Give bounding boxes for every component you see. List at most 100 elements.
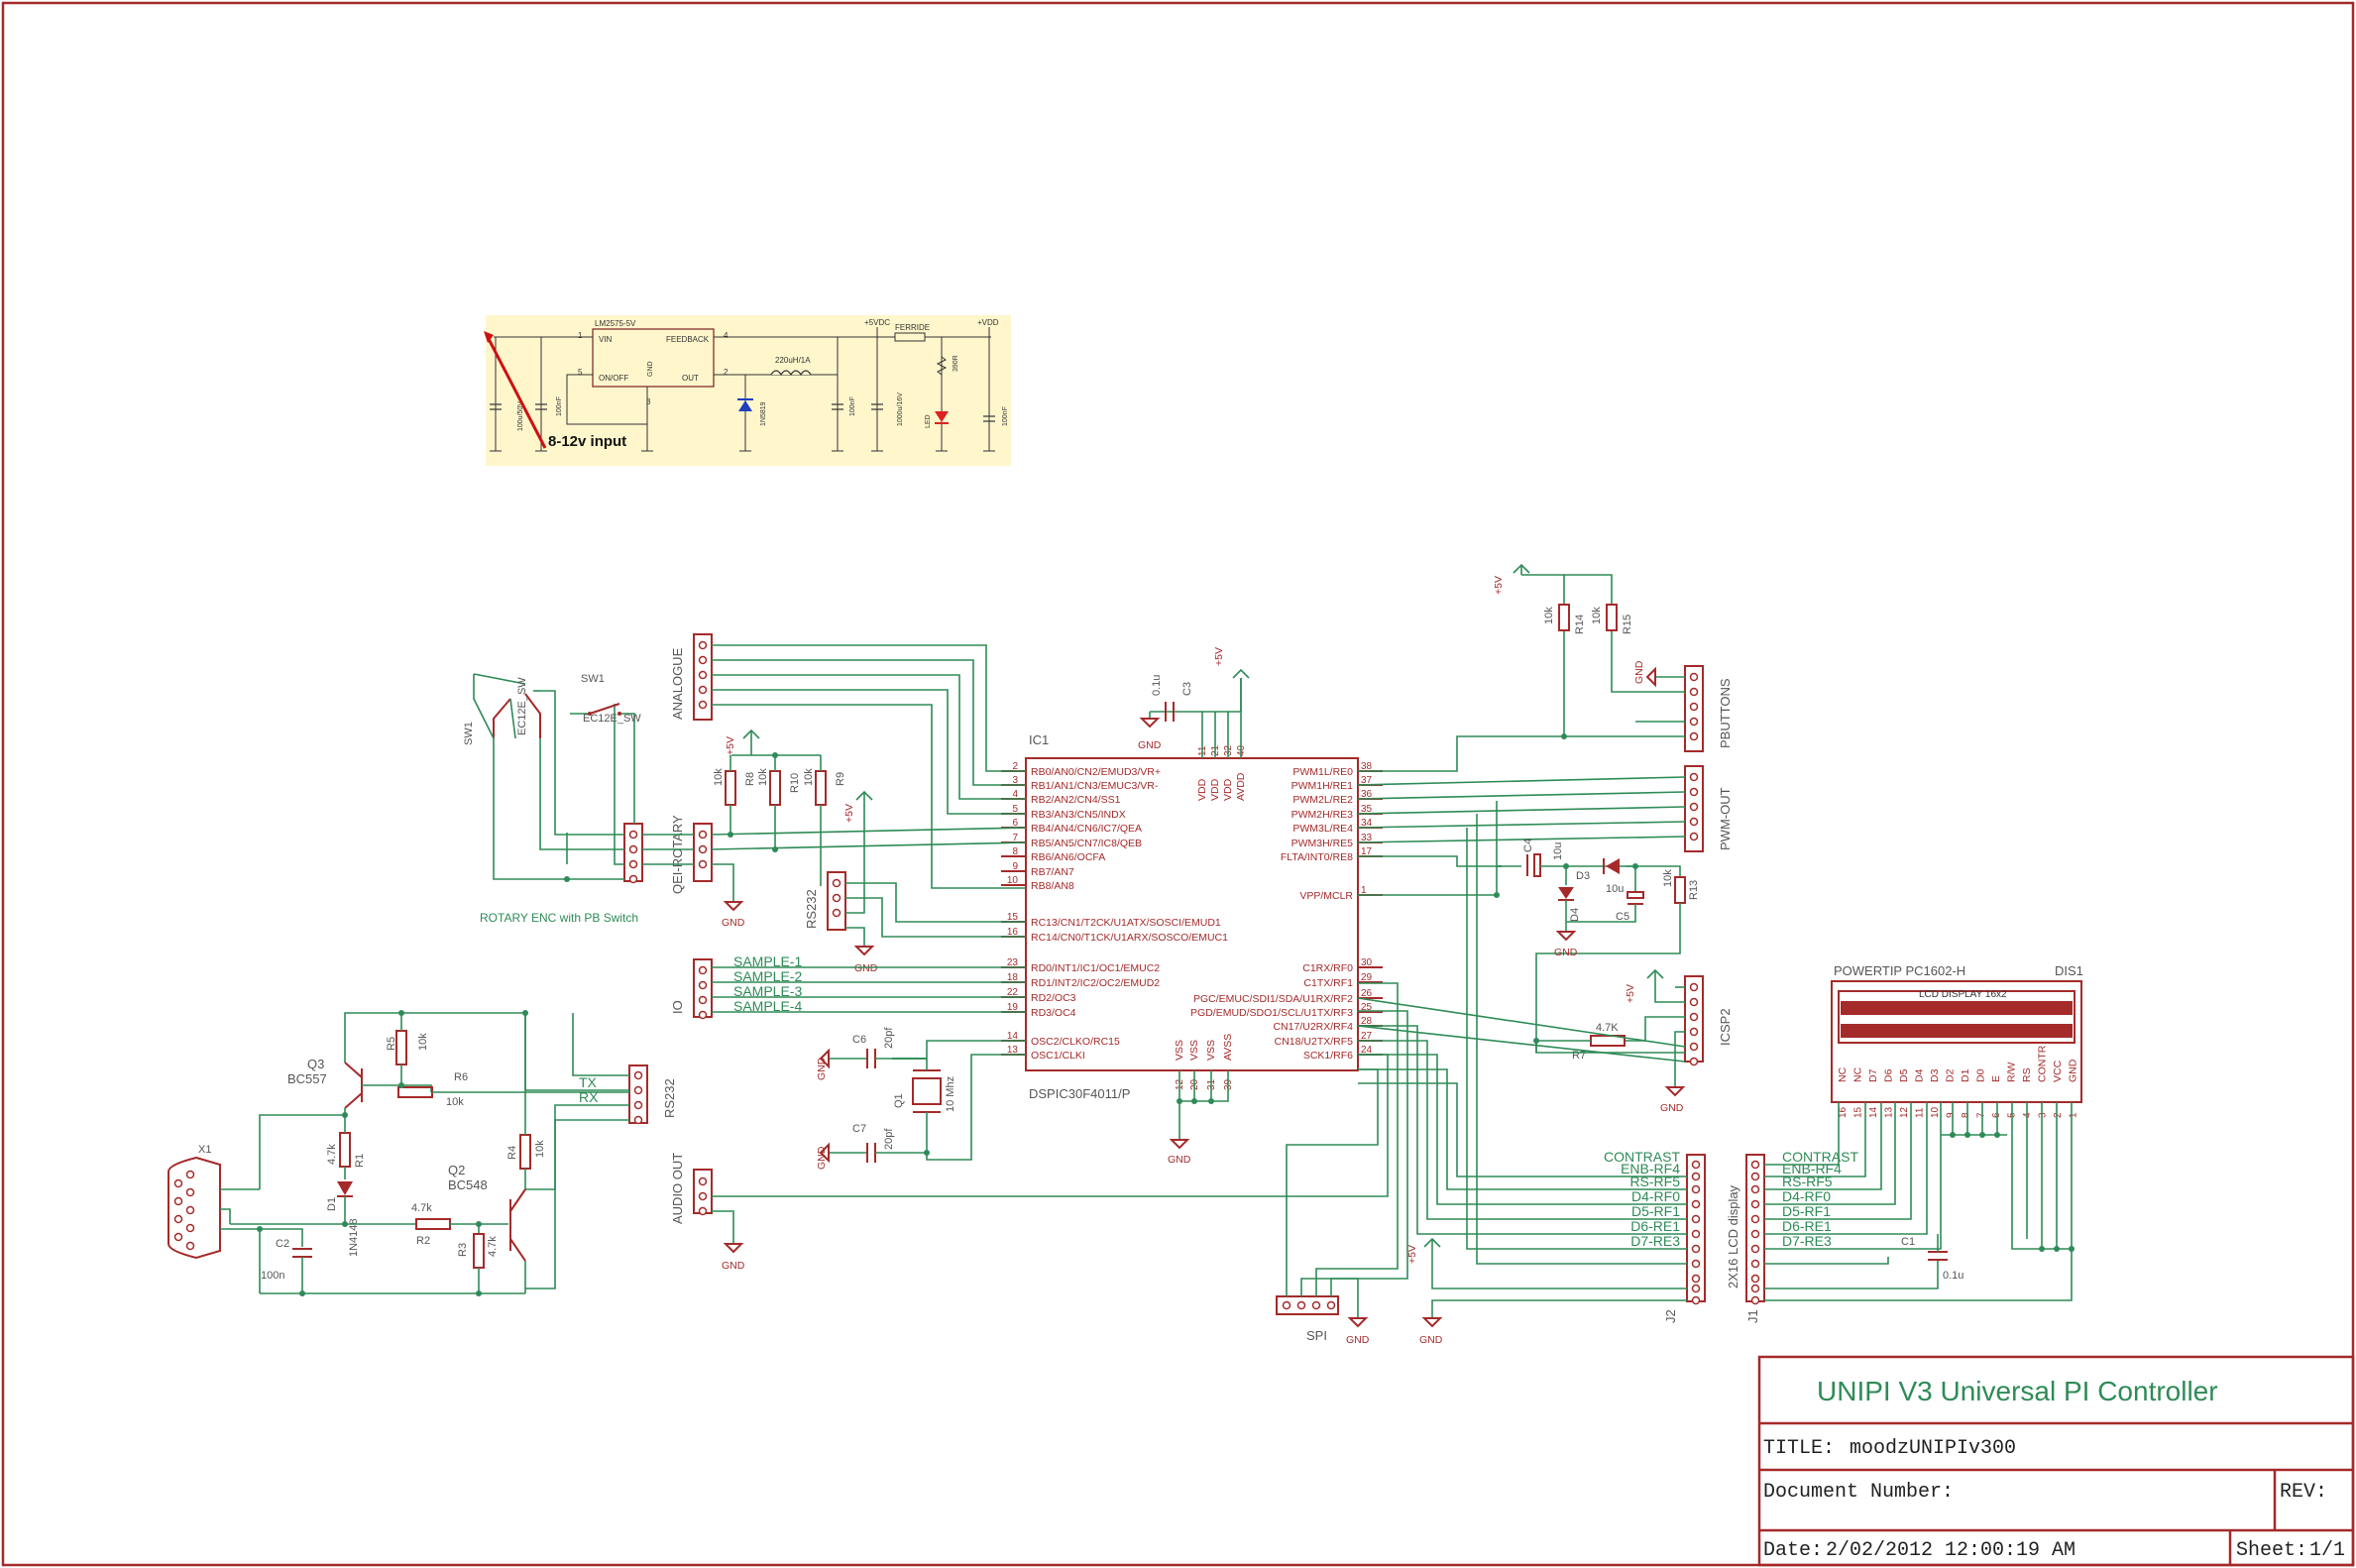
gnd-j2: GND bbox=[1419, 1334, 1443, 1346]
vin-label: VIN bbox=[599, 335, 613, 344]
r8-ref: R8 bbox=[744, 772, 756, 786]
r6-val: 10k bbox=[446, 1096, 464, 1108]
power-led bbox=[935, 411, 949, 422]
lcd-pin-name: D3 bbox=[1929, 1068, 1941, 1082]
header-pin bbox=[1691, 1295, 1701, 1305]
r3-ref: R3 bbox=[457, 1243, 469, 1257]
lcd-net-label: D6-RE1 bbox=[1782, 1218, 1832, 1234]
gnd-vss: GND bbox=[1168, 1154, 1191, 1166]
lcd-pin-name: NC bbox=[1837, 1066, 1849, 1082]
ic1-pin-number: 25 bbox=[1361, 1002, 1373, 1013]
ic1-pin-name: VDD bbox=[1196, 778, 1208, 801]
ic1-refdes: IC1 bbox=[1029, 732, 1049, 747]
io-header: IO SAMPLE-1 SAMPLE-2 SAMPLE-3 SAMPLE-4 bbox=[670, 953, 1026, 1020]
rs232-mid-label: RS232 bbox=[804, 889, 819, 929]
project-heading: UNIPI V3 Universal PI Controller bbox=[1817, 1376, 2218, 1406]
ic1-pin-number: 29 bbox=[1361, 972, 1373, 983]
lcd-pin-number: 15 bbox=[1853, 1106, 1864, 1118]
header-pin bbox=[1691, 1259, 1701, 1269]
ic1-part: DSPIC30F4011/P bbox=[1029, 1086, 1130, 1101]
ic1-pin-number: 6 bbox=[1012, 818, 1018, 829]
lcd-pin-name: VCC bbox=[2052, 1060, 2064, 1082]
c5-ref: C5 bbox=[1616, 911, 1629, 923]
ic1-pin-name: RC13/CN1/T2CK/U1ATX/SOSCI/EMUD1 bbox=[1031, 917, 1221, 929]
mclr-circuit: C4 10u D3 R13 10k D4 GND 10u C5 bbox=[1358, 801, 1700, 1046]
lcd-net-label: D5-RF1 bbox=[1631, 1203, 1680, 1219]
lcd-pin-number: 11 bbox=[1915, 1107, 1926, 1118]
ic1-pin-number: 35 bbox=[1361, 804, 1373, 815]
ic1-pin-name: PWM1L/RE0 bbox=[1292, 766, 1353, 778]
title-value: moodzUNIPIv300 bbox=[1850, 1437, 2016, 1460]
ic1-pin-number: 3 bbox=[1012, 775, 1018, 786]
ic1-pin-name: RD3/OC4 bbox=[1031, 1007, 1076, 1019]
regulator-inset: LM2575-5V VIN FEEDBACK ON/OFF OUT GND 1 … bbox=[484, 315, 1011, 466]
ic1-pin-name: SCK1/RF6 bbox=[1303, 1050, 1353, 1062]
lcd-pin-name: E bbox=[1990, 1075, 2002, 1082]
ic1-pin-number: 33 bbox=[1361, 833, 1373, 843]
ic1-power-wiring: +5V C3 0.1u GND GND bbox=[1138, 647, 1250, 1166]
lcd-title: LCD DISPLAY 16x2 bbox=[1919, 989, 2007, 1000]
c7-val: 20pf bbox=[883, 1128, 895, 1150]
vcc-pbuttons: +5V bbox=[1493, 576, 1505, 595]
led-resistor bbox=[936, 356, 948, 376]
qei-rotary-header: QEI-ROTARY GND +5V R8 10k R10 10k R9 10k bbox=[670, 728, 1027, 929]
sample1-label: SAMPLE-1 bbox=[733, 953, 802, 969]
ic1-pin-number: 37 bbox=[1361, 775, 1373, 786]
cap2-label: 100nF bbox=[556, 396, 563, 416]
ic1-pin-name: VSS bbox=[1174, 1040, 1185, 1061]
ic1-right-pins: 38PWM1L/RE037PWM1H/RE136PWM2L/RE235PWM2H… bbox=[1190, 761, 1383, 1062]
res-label: 390R bbox=[953, 355, 959, 372]
c6-ref: C6 bbox=[852, 1034, 866, 1046]
ic1-pin-number: 9 bbox=[1012, 861, 1018, 872]
ic1-pin-number: 27 bbox=[1361, 1031, 1373, 1042]
header-pin bbox=[1750, 1229, 1760, 1239]
ic1-pin-name: OSC2/CLKO/RC15 bbox=[1031, 1036, 1120, 1048]
r15-ref: R15 bbox=[1622, 615, 1633, 634]
vcc-icsp: +5V bbox=[1625, 984, 1636, 1003]
lcd-pin-number: 7 bbox=[1976, 1112, 1987, 1118]
ic1-pin-number: 14 bbox=[1007, 1031, 1019, 1042]
lcd-pin-name: D6 bbox=[1883, 1068, 1895, 1082]
title-block: UNIPI V3 Universal PI Controller TITLE: … bbox=[1757, 1355, 2355, 1567]
lcd-pin-number: 12 bbox=[1899, 1106, 1910, 1118]
lcd-net-label: RS-RF5 bbox=[1782, 1174, 1833, 1189]
sheet-value: 1/1 bbox=[2309, 1539, 2345, 1562]
ic1-pin-number: 26 bbox=[1361, 988, 1373, 999]
ic1-pin-number: 23 bbox=[1007, 957, 1019, 968]
ic1-pin-name: RC14/CN0/T1CK/U1ARX/SOSCO/EMUC1 bbox=[1031, 932, 1228, 944]
lcd-pin-name: D2 bbox=[1945, 1068, 1957, 1082]
header-pin bbox=[1750, 1274, 1760, 1284]
c1-val: 0.1u bbox=[1943, 1270, 1963, 1282]
header-pin bbox=[1750, 1244, 1760, 1254]
sw1-ref-a: SW1 bbox=[463, 722, 475, 745]
pwm-out-label: PWM-OUT bbox=[1718, 787, 1733, 850]
c5-val: 10u bbox=[1606, 883, 1624, 895]
cap3-label: 100nF bbox=[849, 396, 856, 416]
lcd-pin-name: D5 bbox=[1898, 1068, 1910, 1082]
lcd-pin-name: R/W bbox=[2006, 1063, 2018, 1083]
r8-val: 10k bbox=[713, 768, 725, 786]
lcd-pin-name: D1 bbox=[1960, 1068, 1971, 1082]
pin-1: 1 bbox=[578, 331, 583, 340]
c4-ref: C4 bbox=[1522, 839, 1534, 852]
lcd-pin-name: D4 bbox=[1914, 1068, 1926, 1082]
pbuttons-label: PBUTTONS bbox=[1718, 678, 1733, 748]
sw1-part-b: EC12E_SW bbox=[583, 713, 641, 725]
header-pin bbox=[1750, 1284, 1760, 1293]
header-pin bbox=[1691, 1244, 1701, 1254]
gnd-pbuttons: GND bbox=[1633, 660, 1645, 684]
diode-label: 1N5819 bbox=[760, 401, 767, 426]
ic1-pin-number: 8 bbox=[1012, 846, 1018, 857]
header-pin bbox=[1691, 1184, 1701, 1194]
tx-label: TX bbox=[579, 1074, 598, 1090]
ic1-pin-number: 34 bbox=[1361, 818, 1373, 829]
rotary-encoder: SW1 EC12E_SW ROTARY ENC with PB Switch S… bbox=[463, 673, 694, 925]
pin-2: 2 bbox=[724, 368, 729, 377]
ic1-pin-name: PWM1H/RE1 bbox=[1291, 780, 1354, 792]
r10-val: 10k bbox=[757, 768, 769, 786]
ic1-pin-name: RB1/AN1/CN3/EMUC3/VR- bbox=[1031, 780, 1159, 792]
